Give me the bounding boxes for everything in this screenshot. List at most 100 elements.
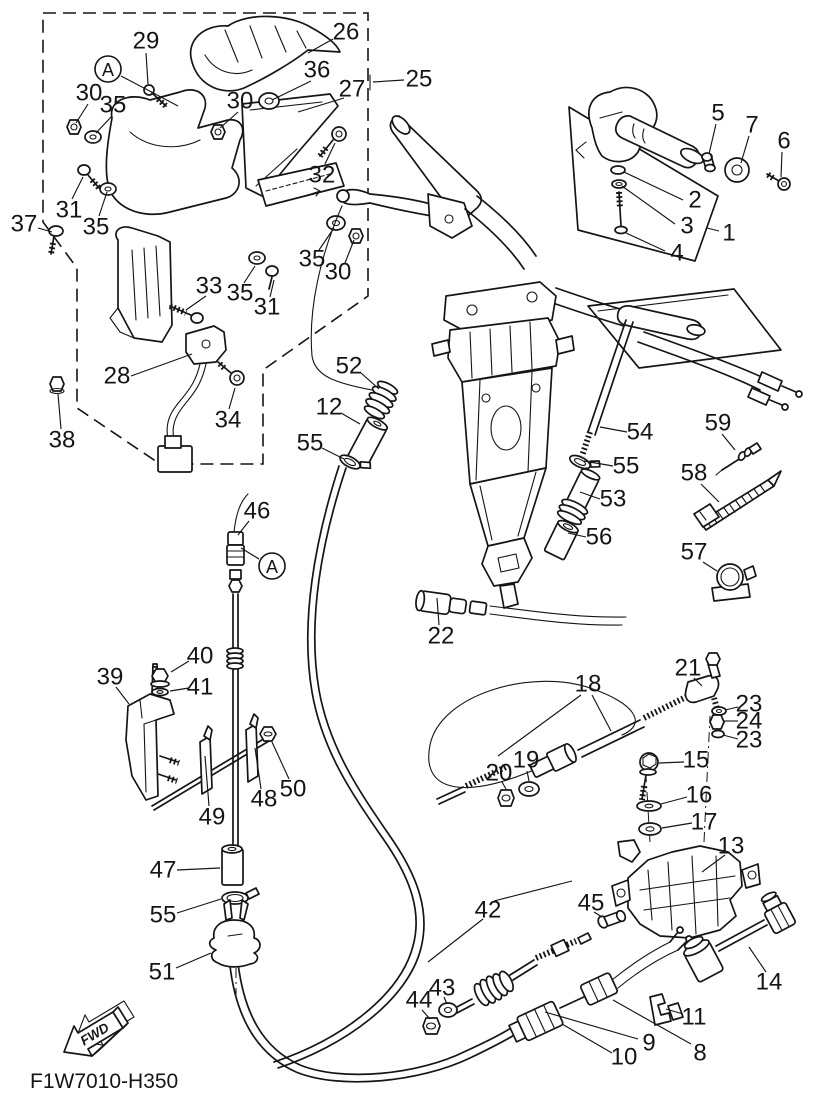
part-callout-47: 47 [150,857,177,884]
leader-line-38 [57,393,62,430]
leader-line-19 [526,770,530,782]
leader-line-12 [340,412,361,425]
part-callout-15: 15 [683,747,710,774]
part-callout-35: 35 [227,280,254,307]
part-callout-40: 40 [187,643,214,670]
part-callout-35: 35 [83,214,110,241]
part-callout-44: 44 [406,987,433,1014]
leader-line-51 [175,952,212,969]
part-callout-28: 28 [104,363,131,390]
leader-line-28 [130,353,193,377]
part-callout-41: 41 [187,674,214,701]
leader-line-23 [724,706,739,711]
part-callout-49: 49 [199,804,226,831]
part-callout-23: 23 [736,727,763,754]
leader-line-41 [169,687,190,692]
part-callout-35: 35 [100,92,127,119]
part-callout-31: 31 [254,294,281,321]
leader-line-34 [228,387,236,410]
leader-line-18 [497,694,582,757]
steering-column [431,281,575,609]
cable-22 [415,589,627,626]
leader-line-46 [237,520,250,536]
leader-line-11 [665,1008,684,1015]
part-callout-23: 23 [736,691,763,718]
bottom-cable-assemblies [229,891,797,1083]
leader-line-30 [219,111,239,129]
part-callout-39: 39 [97,664,124,691]
leader-line-18 [591,694,612,732]
leader-line-26 [307,38,334,54]
leader-line-15 [658,761,685,764]
leader-line-58 [700,483,720,503]
part-callout-32: 32 [309,162,336,189]
part-callout-26: 26 [333,19,360,46]
leader-line-35 [98,191,108,217]
part-callout-52: 52 [336,353,363,380]
part-callout-25: 25 [406,66,433,93]
leader-line-47 [176,867,221,871]
part-callout-30: 30 [76,80,103,107]
leader-line-14 [748,946,767,973]
leader-line-23 [722,734,739,740]
leader-line-55 [321,447,345,460]
part-callout-27: 27 [339,76,366,103]
leader-line-30 [344,239,355,264]
part-callout-55: 55 [297,430,324,457]
leader-line-31 [71,176,84,200]
leader-line-1 [706,227,720,232]
leader-line-25 [372,79,405,83]
mount-bracket-assembly [48,15,364,473]
part-callout-31: 31 [56,197,83,224]
leader-line-30 [75,103,89,124]
leader-line-9 [544,1011,639,1040]
leader-line-20 [501,781,507,790]
part-callout-57: 57 [681,539,708,566]
leader-line-22 [436,597,440,626]
part-callout-59: 59 [705,410,732,437]
part-callout-55: 55 [613,453,640,480]
part-callout-50: 50 [280,776,307,803]
part-callout-9: 9 [642,1030,655,1057]
fwd-arrow: FWD [63,1000,135,1057]
part-callout-30: 30 [325,259,352,286]
part-callout-20: 20 [486,760,513,787]
part-callout-46: 46 [244,498,271,525]
part-callout-54: 54 [627,419,654,446]
marker-leader-1 [240,547,260,560]
part-callout-10: 10 [611,1044,638,1071]
part-callout-42: 42 [475,897,502,924]
leader-line-10 [561,1023,613,1054]
leader-line-21 [693,677,703,687]
part-callout-37: 37 [11,211,38,238]
part-callout-34: 34 [215,407,242,434]
part-callout-43: 43 [429,975,456,1002]
leader-line-42 [493,880,573,902]
leader-line-8 [612,999,692,1045]
leader-line-48 [254,747,262,790]
part-callout-13: 13 [718,833,745,860]
leader-line-37 [37,227,53,233]
part-callout-8: 8 [693,1040,706,1067]
leader-line-29 [145,52,149,85]
part-callout-6: 6 [777,128,790,155]
leader-line-17 [661,822,693,829]
part-callout-33: 33 [196,273,223,300]
leader-line-40 [170,660,190,673]
leader-line-13 [701,854,726,873]
view-marker-circle [94,55,122,83]
throttle-cable-boot-group [273,380,425,1069]
leader-line-49 [204,755,210,807]
handlebar-assembly [310,115,803,411]
dashed-detail-box [42,12,371,465]
part-callout-35: 35 [299,246,326,273]
view-marker-circle [258,552,286,580]
leader-line-56 [567,532,587,538]
leader-line-43 [443,996,448,1005]
part-callout-53: 53 [600,486,627,513]
part-callout-29: 29 [133,28,160,55]
part-callout-11: 11 [682,1004,707,1031]
leader-line-32 [324,142,336,165]
